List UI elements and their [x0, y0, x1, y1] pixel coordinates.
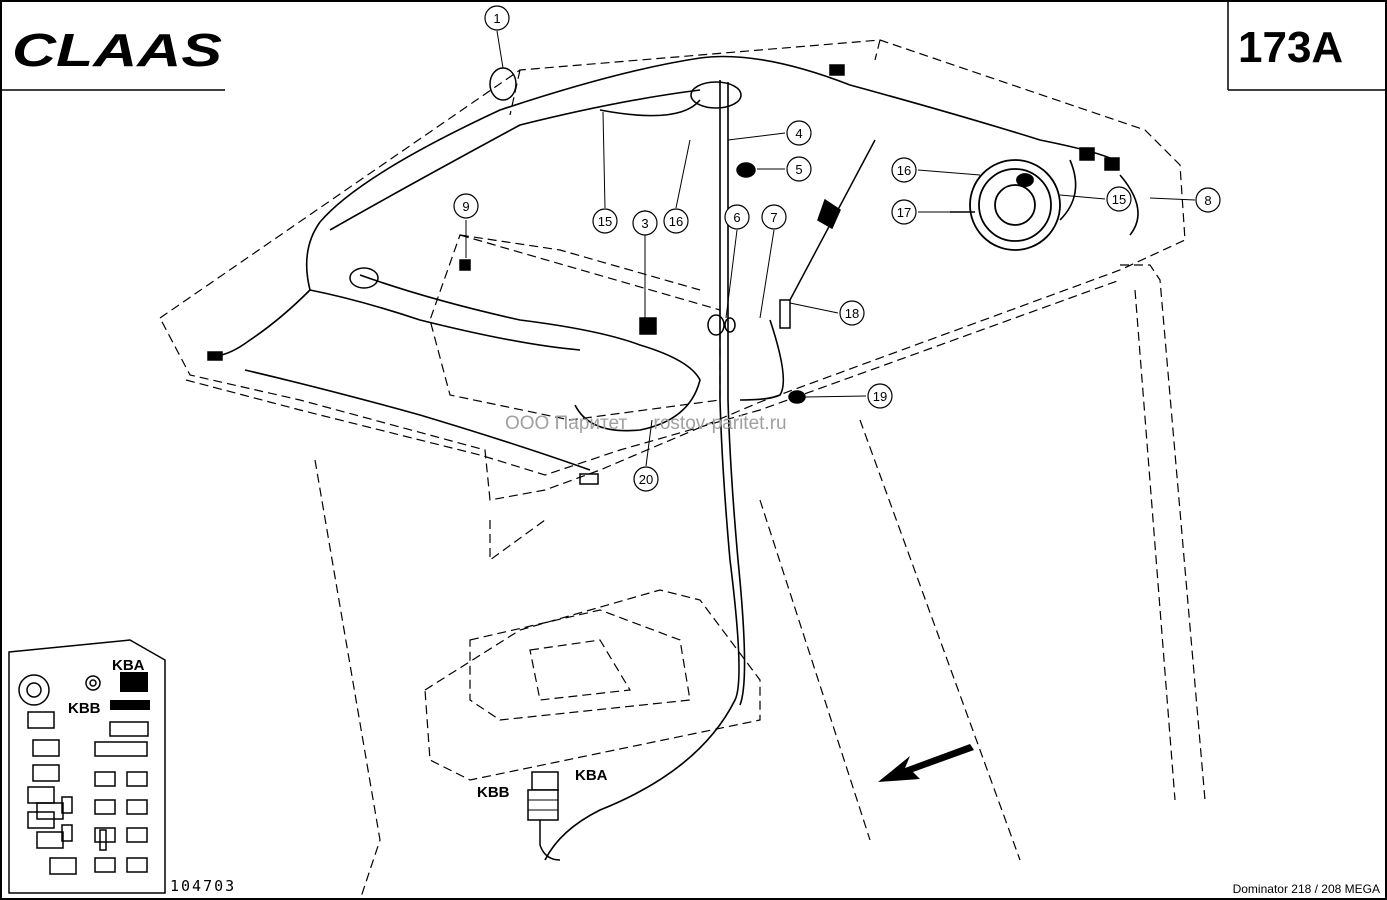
callout-19: 19: [867, 383, 893, 409]
svg-text:20: 20: [639, 472, 653, 487]
svg-text:16: 16: [897, 163, 911, 178]
plate-number: 173A: [1238, 23, 1343, 72]
callout-16-right: 16: [891, 157, 917, 183]
svg-text:19: 19: [873, 389, 887, 404]
fusebox-kbb-block: [110, 700, 150, 710]
cab-roof-outline: [159, 39, 1206, 900]
svg-text:9: 9: [462, 199, 469, 214]
connector-kbb-label: KBB: [477, 784, 510, 801]
svg-text:3: 3: [641, 216, 648, 231]
svg-text:18: 18: [845, 306, 859, 321]
callout-20: 20: [633, 466, 659, 492]
svg-text:1: 1: [493, 11, 500, 26]
svg-text:7: 7: [770, 210, 777, 225]
callout-17: 17: [891, 199, 917, 225]
svg-text:8: 8: [1204, 193, 1211, 208]
fusebox-inset: [8, 639, 166, 894]
antenna: [779, 139, 876, 329]
cable-harness: [214, 55, 1139, 861]
callout-18: 18: [839, 300, 865, 326]
callout-4: 4: [786, 120, 812, 146]
callout-8: 8: [1195, 187, 1221, 213]
loudspeaker: [969, 159, 1061, 251]
direction-arrow: [878, 744, 974, 782]
callout-1: 1: [484, 5, 510, 31]
small-parts: [207, 64, 1120, 485]
fusebox-kba-block: [120, 672, 148, 692]
svg-text:6: 6: [733, 210, 740, 225]
model-caption: Dominator 218 / 208 MEGA: [1233, 882, 1380, 896]
claas-logo: CLAAS: [12, 24, 222, 76]
callout-15-left: 15: [592, 208, 618, 234]
svg-text:15: 15: [1112, 192, 1126, 207]
svg-text:16: 16: [669, 214, 683, 229]
svg-text:4: 4: [795, 126, 802, 141]
callout-7: 7: [761, 204, 787, 230]
watermark: ООО Паритет rostov-paritet.ru: [505, 413, 787, 434]
main-connector: [527, 771, 561, 861]
connector-kba-label: KBA: [575, 767, 608, 784]
callout-16-left: 16: [663, 208, 689, 234]
fusebox-kbb-label: KBB: [68, 700, 101, 717]
callout-3: 3: [632, 210, 658, 236]
callout-leaders: [465, 30, 1196, 467]
svg-text:5: 5: [795, 162, 802, 177]
callout-5: 5: [786, 156, 812, 182]
svg-text:17: 17: [897, 205, 911, 220]
fusebox-kba-label: KBA: [112, 657, 145, 674]
svg-text:15: 15: [598, 214, 612, 229]
callout-9: 9: [453, 193, 479, 219]
callout-15-right: 15: [1106, 186, 1132, 212]
drawing-number: 104703: [170, 877, 236, 895]
callout-6: 6: [724, 204, 750, 230]
